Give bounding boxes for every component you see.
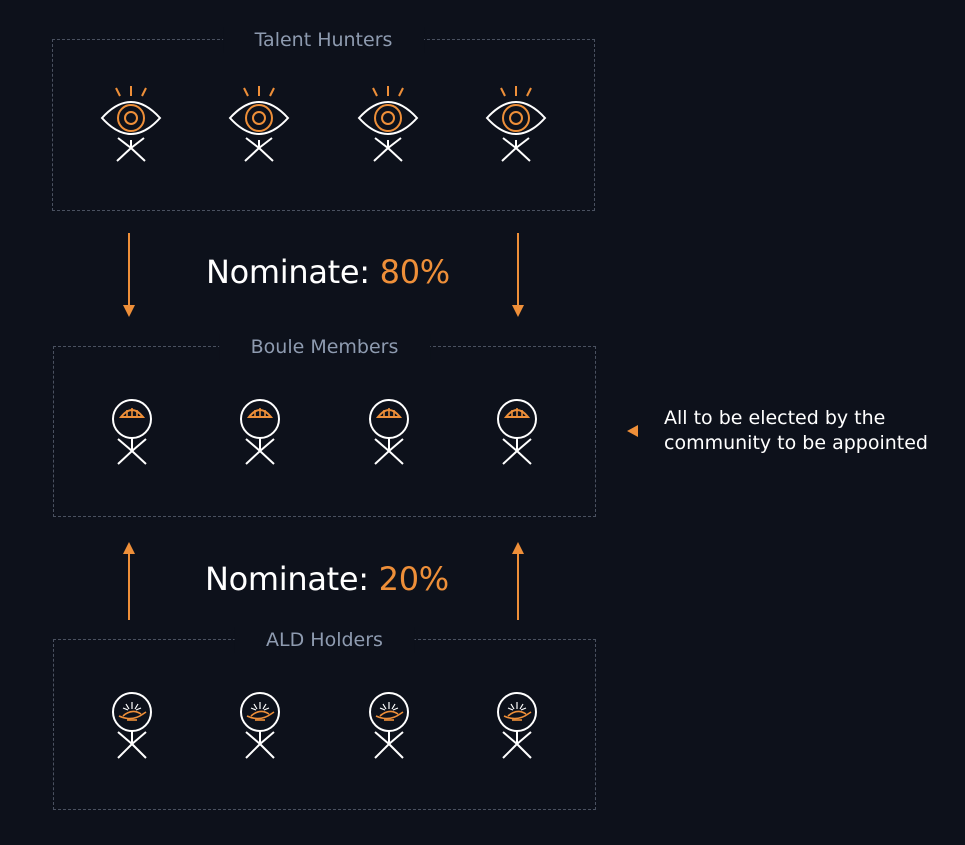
nominate-bottom-percent: 20% bbox=[378, 560, 450, 598]
nominate-top-label: Nominate: 80% bbox=[206, 253, 450, 291]
boule-members-figures bbox=[54, 399, 595, 489]
arrow-up-left bbox=[123, 542, 135, 620]
ald-holders-title: ALD Holders bbox=[234, 627, 415, 653]
ald-holder-lamp-icon bbox=[496, 692, 537, 759]
election-note: All to be elected by the community to be… bbox=[626, 406, 964, 456]
nominate-bottom-text: Nominate: bbox=[205, 560, 369, 598]
talent-hunter-eye-icon bbox=[229, 85, 290, 162]
talent-hunter-eye-icon bbox=[485, 85, 546, 162]
talent-hunter-eye-icon bbox=[101, 85, 162, 162]
boule-members-group: Boule Members bbox=[53, 334, 596, 517]
ald-holder-lamp-icon bbox=[240, 692, 281, 759]
talent-hunters-title: Talent Hunters bbox=[222, 27, 425, 53]
nominate-top-text: Nominate: bbox=[206, 253, 370, 291]
boule-member-brain-icon bbox=[368, 399, 409, 465]
talent-hunter-eye-icon bbox=[357, 85, 418, 162]
nominate-top-percent: 80% bbox=[379, 253, 451, 291]
boule-member-brain-icon bbox=[240, 399, 281, 465]
ald-holders-group: ALD Holders bbox=[53, 627, 596, 810]
triangle-left-icon bbox=[627, 425, 638, 437]
ald-holder-lamp-icon bbox=[368, 692, 409, 759]
boule-member-brain-icon bbox=[112, 399, 153, 465]
boule-members-title: Boule Members bbox=[218, 334, 431, 360]
election-note-text: All to be elected by the community to be… bbox=[664, 407, 928, 454]
arrow-down-left bbox=[123, 233, 135, 317]
nominate-bottom-label: Nominate: 20% bbox=[205, 560, 449, 598]
talent-hunters-group: Talent Hunters bbox=[52, 27, 595, 211]
talent-hunters-figures bbox=[53, 82, 594, 172]
ald-holder-lamp-icon bbox=[112, 692, 153, 759]
ald-holders-figures bbox=[54, 692, 595, 782]
arrow-down-right bbox=[512, 233, 524, 317]
arrow-up-right bbox=[512, 542, 524, 620]
boule-member-brain-icon bbox=[496, 399, 537, 465]
